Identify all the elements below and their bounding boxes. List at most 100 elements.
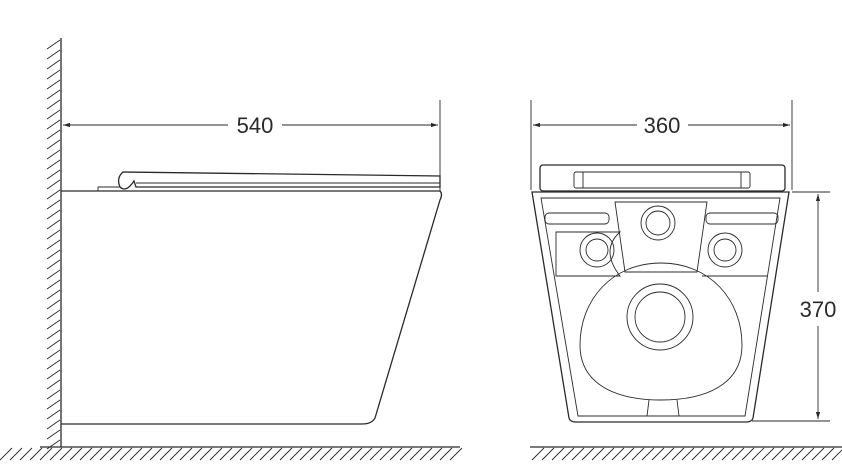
seat-front [539,164,786,192]
hatch-line [46,259,61,270]
hatch-line [389,447,403,461]
hatch-line [571,447,585,461]
wall [46,38,62,450]
hatch-line [46,429,61,440]
hatch-line [671,447,685,461]
side-view: 540 [61,100,443,425]
hatch-line [46,419,61,430]
hatch-line [46,379,61,390]
hatch-line [139,447,153,461]
hatch-line [369,447,383,461]
hatch-line [259,447,273,461]
hatch-line [46,269,61,280]
hatch-line [831,449,842,461]
floor-left [0,446,463,461]
hatch-line [179,447,193,461]
hatch-line [701,447,715,461]
hatch-line [721,447,735,461]
hatch-line [781,447,795,461]
hatch-line [89,447,103,461]
hatch-line [209,447,223,461]
hatch-line [46,189,61,200]
dimension-height: 370 [800,297,837,322]
hatch-line [49,447,63,461]
hatch-line [46,89,61,100]
hatch-line [439,447,453,461]
hatch-line [199,447,213,461]
hatch-line [46,49,61,60]
hatch-line [239,447,253,461]
bowl-body [61,190,443,425]
hatch-line [359,447,373,461]
hatch-line [46,249,61,260]
hatch-line [9,447,23,461]
hatch-line [279,447,293,461]
hatch-line [801,447,815,461]
hatch-line [821,447,835,461]
hatch-line [581,447,595,461]
hatch-line [46,219,61,230]
hatch-line [46,69,61,80]
hatch-line [59,447,73,461]
hatch-line [419,447,433,461]
front-view: 360 370 [530,100,837,423]
outlet-plate [579,262,743,401]
dimension-width: 360 [644,113,681,138]
hatch-line [269,447,283,461]
hatch-line [611,447,625,461]
hatch-line [46,309,61,320]
hatch-line [631,447,645,461]
hatch-line [29,447,43,461]
hatch-line [46,139,61,150]
floor-right [530,446,842,461]
bowl-front [531,191,790,423]
hatch-line [651,447,665,461]
hatch-line [761,447,775,461]
hatch-line [46,409,61,420]
hatch-line [46,169,61,180]
hatch-line [46,389,61,400]
hatch-line [46,159,61,170]
hatch-line [229,447,243,461]
hinge [97,186,120,191]
hatch-line [541,447,555,461]
hatch-line [349,447,363,461]
hatch-line [119,447,133,461]
hatch-line [339,447,353,461]
hatch-line [46,369,61,380]
hatch-line [691,447,705,461]
hatch-line [641,447,655,461]
hatch-line [329,447,343,461]
hatch-line [39,447,53,461]
hatch-line [751,447,765,461]
hatch-line [46,349,61,360]
hatch-line [0,447,13,461]
hatch-line [46,79,61,90]
hatch-line [46,109,61,120]
hatch-line [561,447,575,461]
hatch-line [46,359,61,370]
hatch-line [46,299,61,310]
hatch-line [46,39,61,50]
hatch-line [379,447,393,461]
hatch-line [149,447,163,461]
hatch-line [591,447,605,461]
hatch-line [309,447,323,461]
hatch-line [681,447,695,461]
hatch-line [46,99,61,110]
hatch-line [531,447,545,461]
dimension-length: 540 [237,113,274,138]
hatch-line [319,447,333,461]
hatch-line [811,447,825,461]
hatch-line [661,447,675,461]
hatch-line [46,339,61,350]
hatch-line [169,447,183,461]
hatch-line [249,447,263,461]
hatch-line [399,447,413,461]
hatch-line [46,229,61,240]
hatch-line [791,447,805,461]
hatch-line [741,447,755,461]
hatch-line [46,199,61,210]
hatch-line [46,59,61,70]
